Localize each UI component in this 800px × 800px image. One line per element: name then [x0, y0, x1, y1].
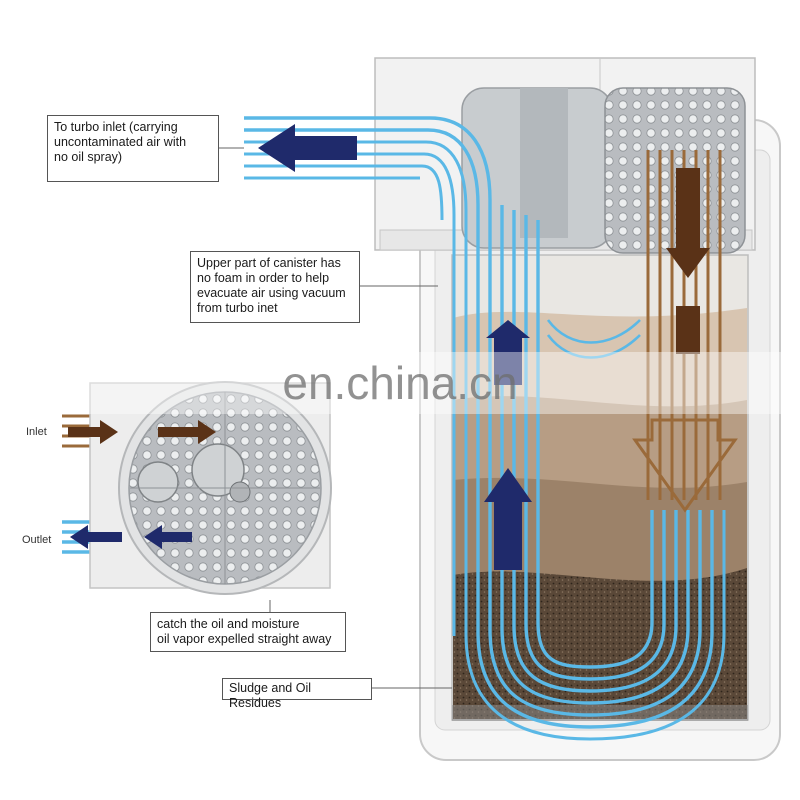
oil-down-arrow-upper	[666, 168, 710, 278]
callout-upper-canister: Upper part of canister has no foam in or…	[190, 251, 360, 323]
air-up-arrow-lower	[484, 468, 532, 570]
oil-down-arrow-outline	[632, 418, 738, 513]
outlet-arrow-right	[144, 525, 192, 549]
leader-lines	[218, 147, 452, 689]
callout-sludge: Sludge and Oil Residues	[222, 678, 372, 710]
callout-turbo-inlet: To turbo inlet (carrying uncontaminated …	[47, 115, 219, 182]
turbo-outflow-arrow	[258, 124, 357, 172]
oil-down-arrow-shaft	[676, 306, 700, 354]
watermark-text: en.china.cn	[282, 357, 518, 409]
watermark: en.china.cn	[0, 352, 800, 414]
outlet-label: Outlet	[22, 534, 52, 546]
inlet-arrow-right	[158, 420, 216, 444]
callout-catch-oil: catch the oil and moisture oil vapor exp…	[150, 612, 346, 652]
inlet-label: Inlet	[26, 426, 47, 438]
outlet-arrow-left	[70, 525, 122, 549]
perforated-filter	[604, 87, 746, 254]
air-up-arrow-upper	[486, 320, 530, 385]
inlet-arrow-left	[68, 420, 118, 444]
